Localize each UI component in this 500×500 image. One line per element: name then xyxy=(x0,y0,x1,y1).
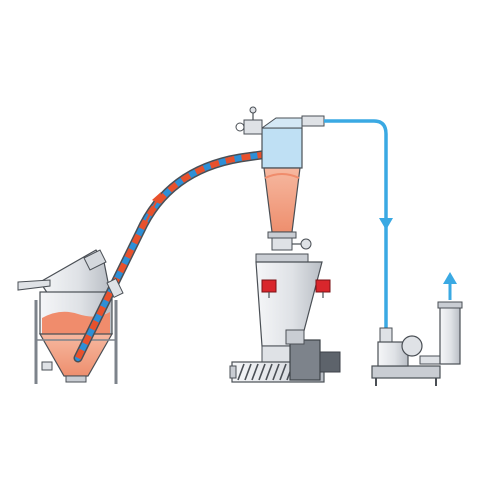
pulse-valve-icon xyxy=(235,106,263,135)
pump-motor-icon xyxy=(401,335,423,357)
receiver-outlet-stub xyxy=(301,115,325,127)
exhaust-silencer xyxy=(437,272,463,365)
exhaust-up-arrow-icon xyxy=(443,272,457,300)
vibrator-left-icon xyxy=(261,279,277,298)
hopper-side-port xyxy=(41,361,53,371)
pump-base xyxy=(371,365,441,379)
hopper-chute xyxy=(17,279,51,291)
material-flow-arrow-icon xyxy=(145,192,161,223)
receiver-material-top xyxy=(264,173,300,179)
discharge-neck xyxy=(261,345,293,363)
air-flow-down-arrow-icon xyxy=(379,218,393,230)
vacuum-pump xyxy=(371,335,445,386)
conveying-pipe-material xyxy=(75,151,269,360)
vacuum-line xyxy=(324,119,393,343)
conveying-pipe xyxy=(73,144,292,363)
hopper-lid-cap xyxy=(83,249,107,271)
screw-feeder xyxy=(229,329,341,383)
discharge-hopper-top xyxy=(255,253,309,263)
filter-housing xyxy=(261,127,303,169)
receiver-flange xyxy=(267,231,297,239)
screw-flight xyxy=(258,363,266,381)
pipe-inlet-fitting xyxy=(106,277,124,299)
cyclone-filter-receiver xyxy=(235,106,325,251)
screw-flight xyxy=(244,363,252,381)
screw-flight xyxy=(272,363,280,381)
screw-motor-fan xyxy=(319,351,341,373)
vibrator-right-icon xyxy=(315,279,331,298)
screw-flight xyxy=(265,363,273,381)
screw-flight xyxy=(237,363,245,381)
discharge-hopper xyxy=(255,253,331,363)
screw-gearbox xyxy=(285,329,305,345)
screw-outlet xyxy=(229,365,237,379)
hopper-outlet xyxy=(65,375,87,383)
screw-flight xyxy=(251,363,259,381)
silencer-cap xyxy=(437,301,463,309)
receiver-cone xyxy=(263,167,301,233)
valve-actuator-icon xyxy=(300,238,312,250)
filter-top-cap xyxy=(260,117,303,129)
air-line-path xyxy=(324,119,388,330)
silencer-body xyxy=(439,305,461,365)
discharge-valve xyxy=(271,237,293,251)
air-line-fitting xyxy=(379,327,393,343)
screw-drive-motor xyxy=(289,339,321,381)
screw-flight xyxy=(279,363,287,381)
